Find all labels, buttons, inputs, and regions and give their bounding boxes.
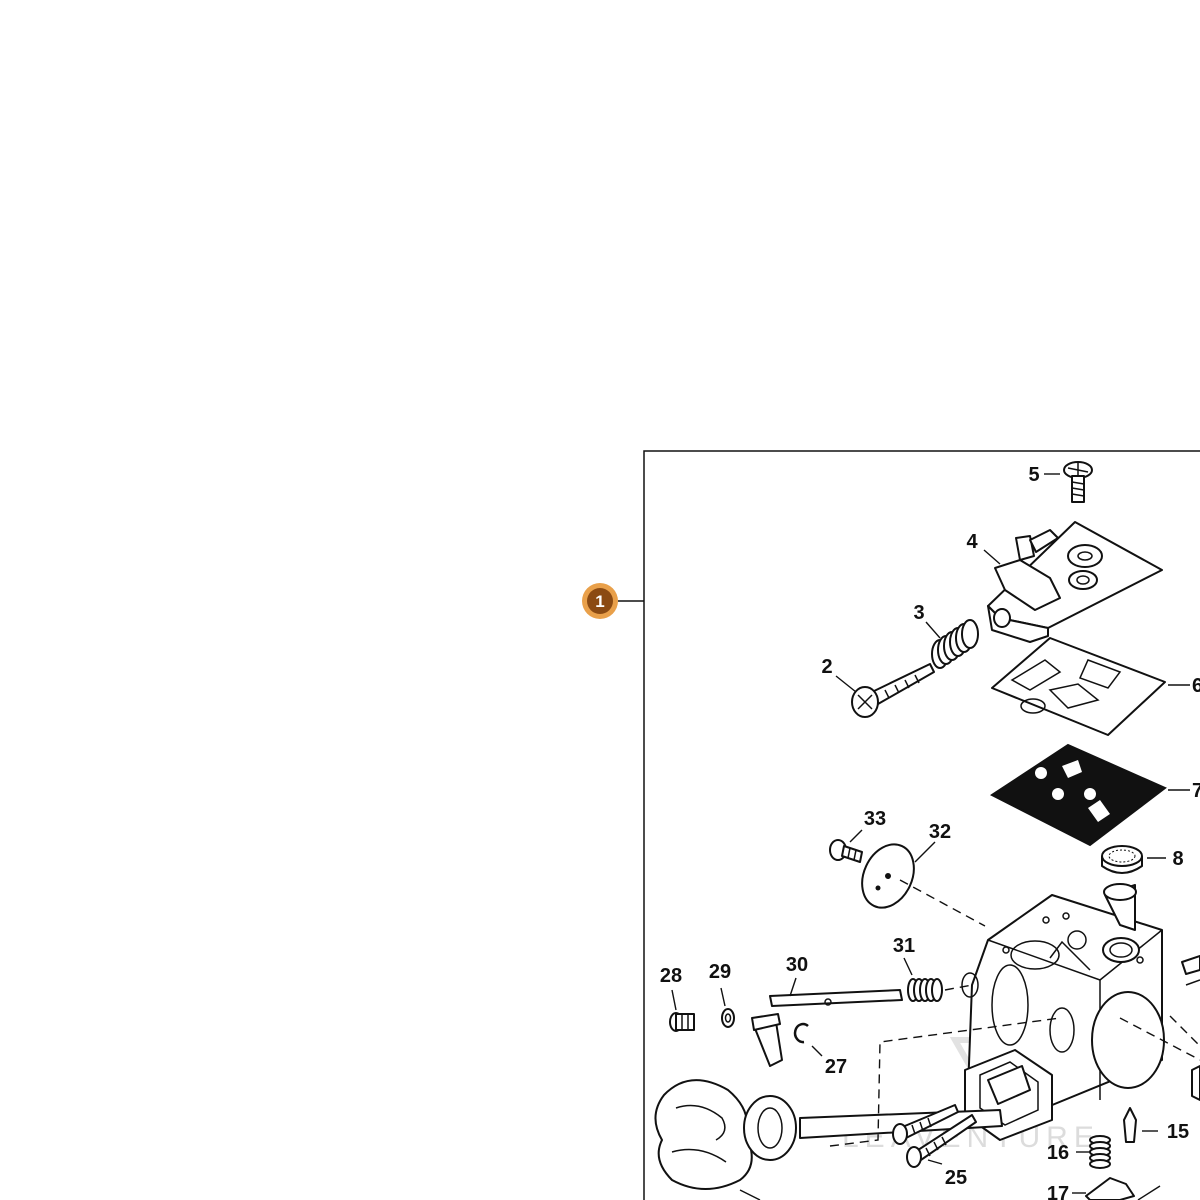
part-5-screw (1063, 461, 1093, 503)
callout-2[interactable]: 2 (821, 656, 832, 678)
part-16-spring (1089, 1135, 1111, 1169)
part-15-needle (1123, 1107, 1137, 1143)
part-30-throttle-shaft (751, 989, 903, 1067)
callout-15[interactable]: 15 (1167, 1121, 1189, 1143)
part-25-adjust-screw (892, 1104, 977, 1168)
callout-30[interactable]: 30 (786, 954, 808, 976)
callout-27[interactable]: 27 (825, 1056, 847, 1078)
choke-lever (654, 1079, 1003, 1190)
callout-32[interactable]: 32 (929, 821, 951, 843)
part-28-screw (669, 1012, 695, 1032)
callout-8[interactable]: 8 (1172, 848, 1183, 870)
part-17-inlet-lever (1085, 1177, 1161, 1200)
part-4-pump-cover (987, 521, 1163, 643)
callout-25[interactable]: 25 (945, 1167, 967, 1189)
assembly-callout[interactable]: 1 (582, 583, 644, 619)
callout-3[interactable]: 3 (913, 602, 924, 624)
part-7-diaphragm (990, 743, 1167, 847)
leader-lines (671, 473, 1190, 1200)
callout-5[interactable]: 5 (1028, 464, 1039, 486)
part-31-spring (907, 978, 943, 1002)
assembly-badge (587, 588, 613, 614)
part-6-gasket (991, 637, 1166, 736)
assembly-lines (829, 879, 1200, 1147)
callout-29[interactable]: 29 (709, 961, 731, 983)
callout-31[interactable]: 31 (893, 935, 915, 957)
callout-labels: 5 4 3 2 6 7 8 33 32 31 30 29 28 27 15 16… (660, 464, 1200, 1200)
callout-17[interactable]: 17 (1047, 1183, 1069, 1200)
part-2-screw (851, 663, 935, 718)
callout-16[interactable]: 16 (1047, 1142, 1069, 1164)
part-29-washer (721, 1008, 735, 1028)
callout-6[interactable]: 6 (1192, 675, 1200, 697)
part-3-spring (931, 619, 979, 669)
diagram-frame (643, 450, 1200, 1200)
part-33-screw (829, 839, 863, 863)
callout-33[interactable]: 33 (864, 808, 886, 830)
callout-7[interactable]: 7 (1192, 780, 1200, 802)
part-32-throttle-plate (861, 843, 915, 909)
part-27-e-clip (793, 1022, 809, 1044)
part-8-strainer (1101, 845, 1143, 874)
part-right-pins (1169, 955, 1200, 1047)
carburetor-body (961, 883, 1200, 1141)
callout-4[interactable]: 4 (966, 531, 978, 553)
assembly-number: 1 (595, 592, 604, 611)
callout-28[interactable]: 28 (660, 965, 682, 987)
